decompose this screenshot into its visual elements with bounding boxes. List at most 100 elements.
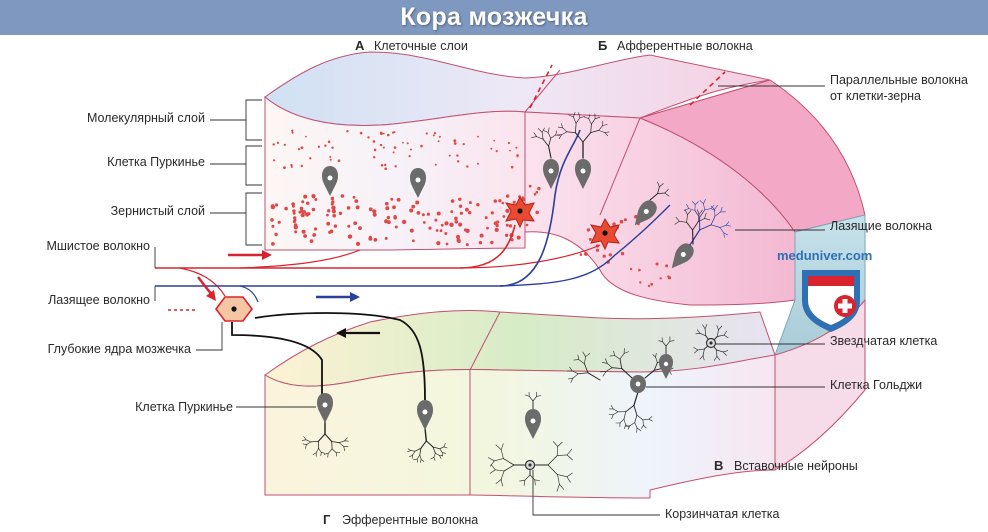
granule-dot bbox=[456, 234, 460, 239]
granule-dot bbox=[387, 220, 391, 225]
bracket-molecular bbox=[210, 99, 262, 141]
dendrite-branch bbox=[699, 209, 706, 218]
dendrite-branch bbox=[578, 359, 585, 365]
dendrite-branch bbox=[584, 356, 586, 365]
dendrite-branch bbox=[716, 334, 725, 337]
dendrite-branch bbox=[716, 329, 719, 337]
dendrite-branch bbox=[524, 394, 530, 397]
dendrite-branch bbox=[412, 450, 416, 456]
dendrite-branch bbox=[710, 224, 721, 228]
granule-dot bbox=[311, 207, 316, 212]
dendrite-branch bbox=[662, 341, 667, 347]
lower-right-face bbox=[774, 298, 866, 471]
granule-dot bbox=[495, 150, 498, 153]
climbing-fiber bbox=[155, 129, 581, 287]
granule-dot bbox=[602, 254, 606, 258]
bracket-granular bbox=[210, 192, 262, 246]
label-parallel-1: Параллельные волокна bbox=[830, 73, 968, 87]
dendrite-branch bbox=[327, 452, 329, 458]
granule-dot bbox=[508, 224, 513, 228]
granule-dot bbox=[665, 264, 669, 268]
granule-dot bbox=[639, 281, 642, 284]
dendrite-branch bbox=[543, 130, 549, 133]
dendrite-branch bbox=[669, 340, 675, 342]
granule-dot bbox=[307, 212, 311, 216]
dendrite-branch bbox=[719, 225, 727, 228]
granule-dot bbox=[326, 221, 331, 226]
granule-dot bbox=[416, 211, 421, 215]
dendrite-branch bbox=[686, 204, 690, 209]
dendrite-branch bbox=[658, 340, 663, 343]
dendrite-branch bbox=[697, 348, 705, 351]
granule-dot bbox=[274, 203, 279, 207]
dendrite-branch bbox=[723, 232, 725, 238]
dendrite-branch bbox=[602, 124, 608, 126]
dendrite-branch bbox=[500, 479, 503, 487]
granule-dot bbox=[434, 163, 437, 166]
dendrite-branch bbox=[714, 205, 718, 210]
dendrite-branch bbox=[500, 470, 505, 480]
dendrite-branch bbox=[591, 118, 596, 125]
granule-dot bbox=[300, 164, 303, 168]
granule-dot bbox=[338, 211, 343, 215]
dendrite-branch bbox=[528, 395, 534, 402]
granule-dot bbox=[448, 154, 451, 157]
purkinje-cell-b3 bbox=[634, 200, 657, 226]
granule-dot bbox=[373, 237, 378, 242]
dendrite-branch bbox=[611, 367, 623, 369]
dendrite-branch bbox=[655, 356, 658, 364]
granule-dot bbox=[505, 208, 510, 213]
dendrite-branch bbox=[697, 214, 700, 223]
dendrite-branch bbox=[694, 201, 699, 205]
dendrite-branch bbox=[636, 427, 642, 432]
dendrite-branch bbox=[338, 442, 345, 447]
dendrite-branch bbox=[624, 424, 627, 430]
granule-dot bbox=[309, 239, 314, 244]
granule-dot bbox=[352, 195, 356, 199]
dendrite-branch bbox=[566, 131, 576, 134]
dendrite-branch bbox=[636, 427, 638, 433]
dendrite-branch bbox=[687, 210, 692, 215]
dendrite-branch bbox=[704, 212, 707, 219]
dendrite-branch bbox=[569, 366, 573, 372]
dendrite-branch bbox=[609, 355, 615, 357]
dendrite-branch bbox=[566, 472, 573, 478]
dendrite-branch bbox=[439, 455, 442, 459]
granule-dot bbox=[479, 233, 484, 238]
dendrite-branch bbox=[331, 448, 337, 453]
dendrite-branch bbox=[323, 452, 329, 455]
dendrite-branch bbox=[659, 183, 664, 188]
dendrite-branch bbox=[710, 205, 715, 210]
granule-dot bbox=[454, 220, 459, 224]
dendrite-branch bbox=[723, 330, 728, 336]
dendrite-branch bbox=[303, 436, 307, 441]
granule-dot bbox=[510, 165, 514, 169]
granule-dot bbox=[436, 241, 441, 246]
granule-dot bbox=[297, 148, 301, 151]
dendrite-branch bbox=[692, 221, 699, 231]
efferent-axon-2 bbox=[254, 312, 426, 401]
granule-dot bbox=[490, 147, 493, 150]
stellate-cell-body bbox=[705, 337, 717, 349]
purkinje-cell-b2 bbox=[575, 159, 591, 189]
granule-dot bbox=[301, 229, 306, 234]
dendrite-branch bbox=[585, 352, 591, 358]
dendrite-branch bbox=[657, 181, 660, 188]
dendrite-branch bbox=[331, 441, 340, 444]
granule-dot bbox=[387, 133, 390, 137]
dendrite-branch bbox=[582, 351, 586, 358]
dendrite-branch bbox=[601, 361, 608, 364]
dendrite-branch bbox=[696, 329, 701, 334]
granule-dot bbox=[468, 201, 472, 205]
granule-dot bbox=[410, 148, 412, 151]
granule-dot bbox=[525, 223, 529, 227]
dendrite-branch bbox=[312, 452, 317, 455]
granule-dot bbox=[426, 212, 430, 216]
dendrite-branch bbox=[536, 395, 542, 397]
section-label-g: Эфферентные волокна bbox=[342, 513, 478, 527]
dendrite-branch bbox=[556, 483, 560, 492]
granule-dot bbox=[440, 223, 444, 227]
dendrite-branch bbox=[623, 418, 627, 426]
dendrite-branch bbox=[623, 411, 627, 420]
dendrite-branch bbox=[416, 458, 418, 463]
